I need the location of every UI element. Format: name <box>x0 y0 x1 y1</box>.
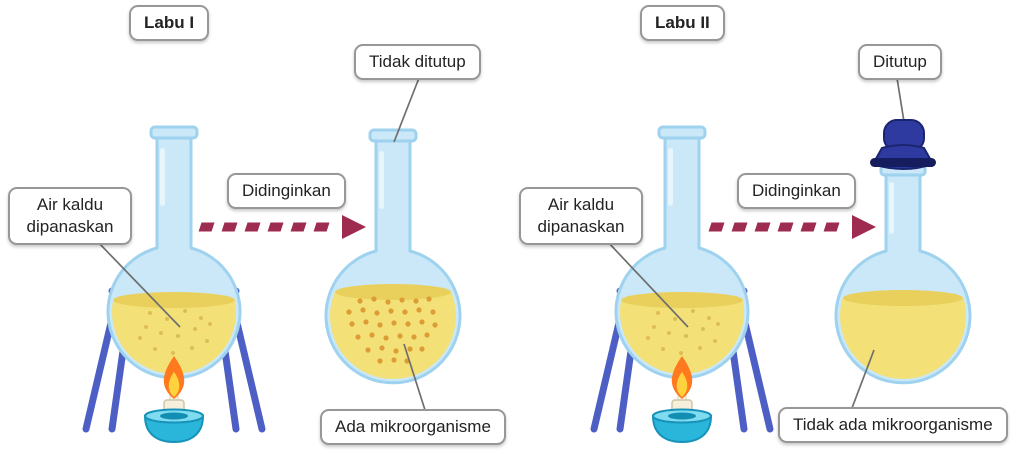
glass-highlight <box>668 148 673 206</box>
glass-highlight <box>379 151 384 209</box>
arrow-cooling-1 <box>198 215 366 239</box>
speckles <box>646 309 720 355</box>
microbe-dots <box>346 296 438 364</box>
label-broth-heated-1: Air kaldu dipanaskan <box>8 187 132 245</box>
leader-has-microbes <box>403 343 426 411</box>
leader-broth-heated-2 <box>605 239 689 328</box>
glass-highlight <box>889 182 894 234</box>
broth <box>330 292 456 379</box>
burner-opening <box>160 412 188 420</box>
label-flask1-title: Labu I <box>129 5 210 41</box>
label-has-microbes: Ada mikroorganisme <box>320 409 506 445</box>
broth <box>840 298 966 379</box>
broth-surface <box>621 292 743 308</box>
leader-broth-heated-1 <box>95 239 181 328</box>
glass-highlight <box>160 148 165 206</box>
arrow-cooling-2 <box>708 215 876 239</box>
flask-2-open <box>324 128 462 385</box>
leader-lines <box>95 77 906 411</box>
flask-1-heated <box>106 125 242 380</box>
label-flask2-title: Labu II <box>640 5 725 41</box>
leader-not-covered <box>393 77 420 143</box>
flame-1 <box>163 356 185 399</box>
broth-surface <box>335 284 451 300</box>
spirit-burner-2 <box>651 387 713 444</box>
flame-2 <box>671 356 693 399</box>
label-cooled-1: Didinginkan <box>227 173 346 209</box>
flask-3-heated <box>614 125 750 380</box>
broth-surface <box>113 292 235 308</box>
broth-surface <box>843 290 963 306</box>
label-cooled-2: Didinginkan <box>737 173 856 209</box>
label-broth-heated-2: Air kaldu dipanaskan <box>519 187 643 245</box>
flask-rim <box>368 128 418 143</box>
label-not-covered: Tidak ditutup <box>354 44 481 80</box>
flask-rim <box>149 125 199 140</box>
speckles <box>138 309 212 355</box>
leader-no-microbes <box>851 349 875 409</box>
flask-rim <box>657 125 707 140</box>
label-no-microbes: Tidak ada mikroorganisme <box>778 407 1008 443</box>
stopper <box>870 119 936 170</box>
flask-4-sealed <box>834 163 972 385</box>
label-covered: Ditutup <box>858 44 942 80</box>
burner-opening <box>668 412 696 420</box>
